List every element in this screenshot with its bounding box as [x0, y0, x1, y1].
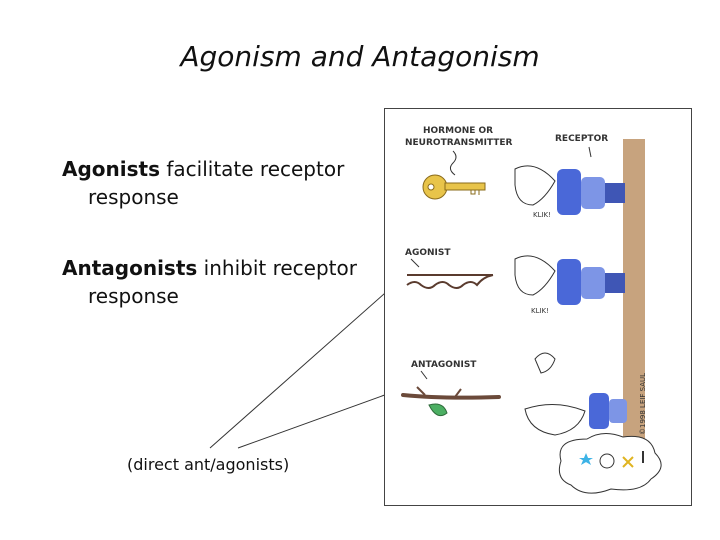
finger-icon — [534, 352, 556, 374]
pointer-line-2 — [237, 391, 394, 449]
caption: (direct ant/agonists) — [127, 455, 290, 474]
pointer-line-1 — [209, 285, 394, 449]
bullet-text-continued: response — [88, 284, 179, 308]
bullet-agonists: Agonists facilitate receptor response — [62, 155, 362, 211]
hand-icon — [514, 255, 556, 296]
frustration-bubble-icon — [558, 433, 662, 494]
hand-icon — [514, 165, 556, 206]
label-antagonist: ANTAGONIST — [411, 360, 477, 370]
sound-klik-2: KLIK! — [531, 307, 549, 315]
label-agonist: AGONIST — [405, 248, 451, 258]
slide-title: Agonism and Antagonism — [180, 40, 540, 73]
leaf-icon — [428, 403, 448, 417]
bullet-term: Agonists — [62, 157, 160, 181]
bullet-text-continued: response — [88, 185, 179, 209]
label-hormone-2: NEUROTRANSMITTER — [405, 138, 513, 148]
bullet-antagonists: Antagonists inhibit receptor response — [62, 254, 362, 310]
label-hormone-1: HORMONE OR — [423, 126, 493, 136]
doorknob-icon — [557, 169, 625, 215]
cartoon-svg: HORMONE OR NEUROTRANSMITTER RECEPTOR KLI… — [401, 126, 662, 494]
door-edge — [623, 139, 645, 439]
doorknob-icon — [589, 393, 627, 429]
hairpin-icon — [406, 274, 494, 289]
cartoon-illustration: HORMONE OR NEUROTRANSMITTER RECEPTOR KLI… — [384, 108, 692, 506]
bullet-term: Antagonists — [62, 256, 198, 280]
copyright: ©1998 LEIF SAUL — [639, 373, 647, 435]
twig-icon — [401, 386, 501, 400]
sound-klik-1: KLIK! — [533, 211, 551, 219]
bullet-text: facilitate receptor — [160, 157, 345, 181]
doorknob-icon — [557, 259, 625, 305]
label-receptor: RECEPTOR — [555, 134, 608, 144]
hand-icon — [524, 404, 586, 436]
key-icon — [422, 174, 486, 200]
bullet-text: inhibit receptor — [197, 256, 357, 280]
